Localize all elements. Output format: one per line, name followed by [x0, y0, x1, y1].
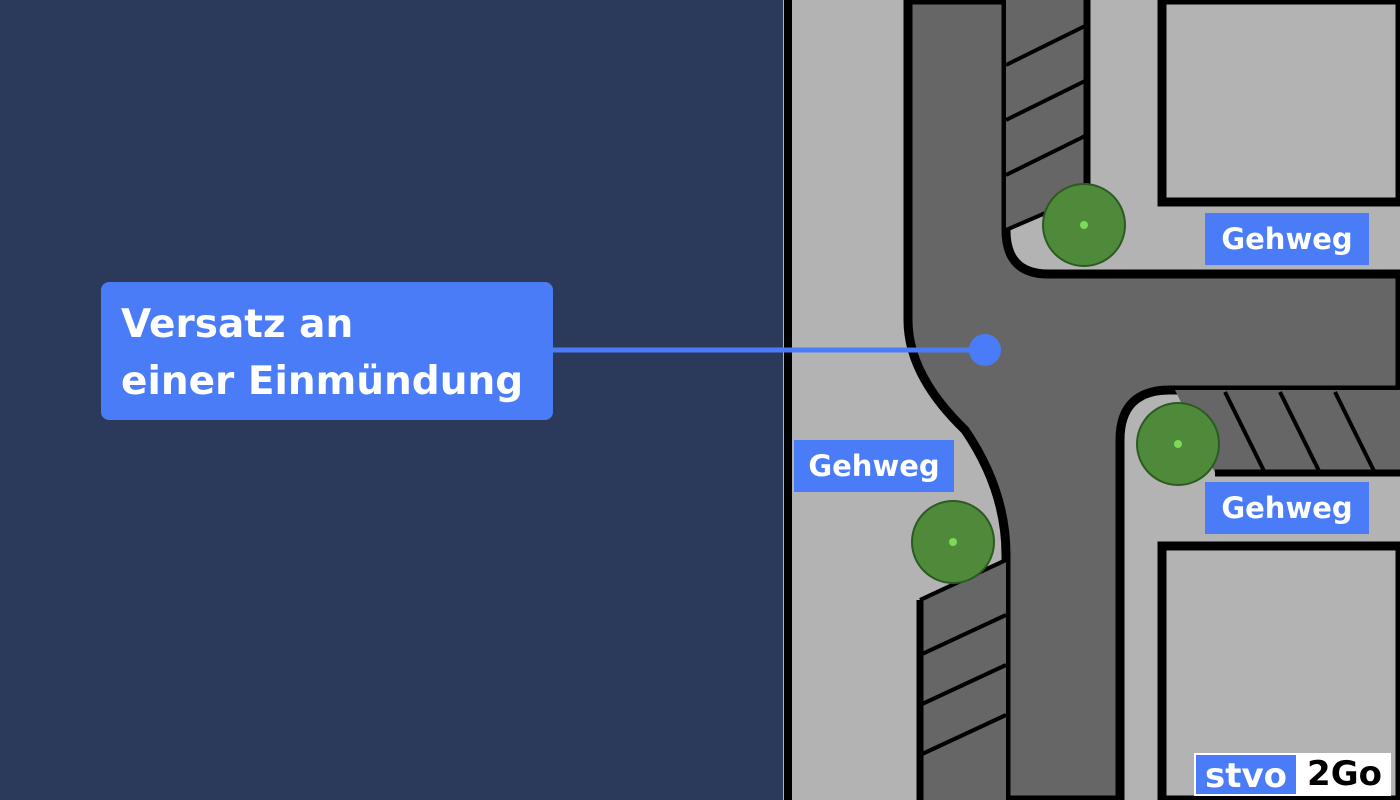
- logo-part-1: stvo: [1194, 753, 1298, 796]
- title-box: Versatz an einer Einmündung: [101, 282, 553, 420]
- stvo2go-logo: stvo 2Go: [1194, 753, 1391, 796]
- label-gehweg-top-right: Gehweg: [1205, 213, 1369, 265]
- parking-bay-right: [1175, 390, 1400, 477]
- building-top-right: [1157, 0, 1400, 207]
- title-line-2: einer Einmündung: [121, 359, 524, 404]
- tree-icon: [1136, 402, 1220, 486]
- parking-bay-bottom-left: [916, 558, 1007, 800]
- building-bottom-right: [1157, 541, 1400, 800]
- logo-part-2: 2Go: [1298, 753, 1391, 796]
- pointer-dot: [969, 334, 1001, 366]
- title-line-1: Versatz an: [121, 302, 354, 347]
- label-gehweg-middle-right: Gehweg: [1205, 482, 1369, 534]
- label-gehweg-middle-left: Gehweg: [794, 440, 954, 492]
- parking-bay-top: [1005, 0, 1091, 232]
- tree-icon: [911, 500, 995, 584]
- road-surface: [903, 0, 1400, 800]
- tree-icon: [1042, 183, 1126, 267]
